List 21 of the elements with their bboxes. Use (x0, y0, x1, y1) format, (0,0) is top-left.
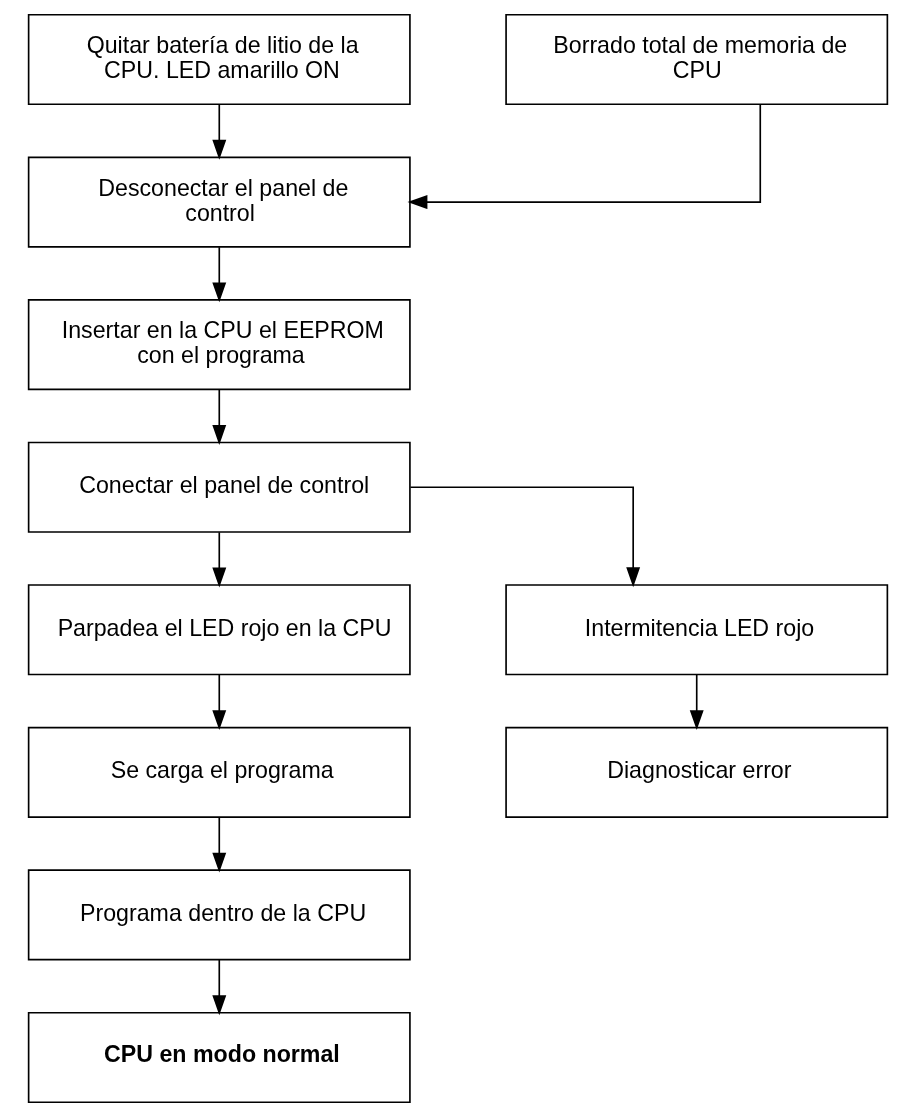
arrow (211, 674, 226, 731)
node-box: Parpadea el LED rojo en la CPU (27, 584, 411, 676)
arrow (407, 103, 761, 210)
node-box: CPU en modo normal (27, 1011, 411, 1104)
arrow (211, 103, 226, 160)
arrow (211, 388, 226, 445)
node-box: Programa dentro de la CPU (27, 869, 411, 961)
node-box: Intermitencia LED rojo (504, 584, 888, 676)
arrow (211, 959, 226, 1016)
arrow (689, 674, 704, 731)
node-box: Conectar el panel de control (27, 441, 411, 533)
node-box: Se carga el programa (27, 726, 411, 818)
node-box: Borrado total de memoria de CPU (504, 13, 888, 106)
node-box: Quitar batería de litio de la CPU. LED amarillo ON (27, 13, 411, 106)
node-box: Diagnosticar error (504, 726, 888, 818)
node-box: Insertar en la CPU el EEPROM con el programa (27, 299, 411, 391)
arrow (211, 531, 226, 588)
node-box: Desconectar el panel de control (27, 156, 411, 248)
arrow (409, 486, 640, 588)
arrow (211, 816, 226, 873)
arrow (211, 246, 226, 303)
